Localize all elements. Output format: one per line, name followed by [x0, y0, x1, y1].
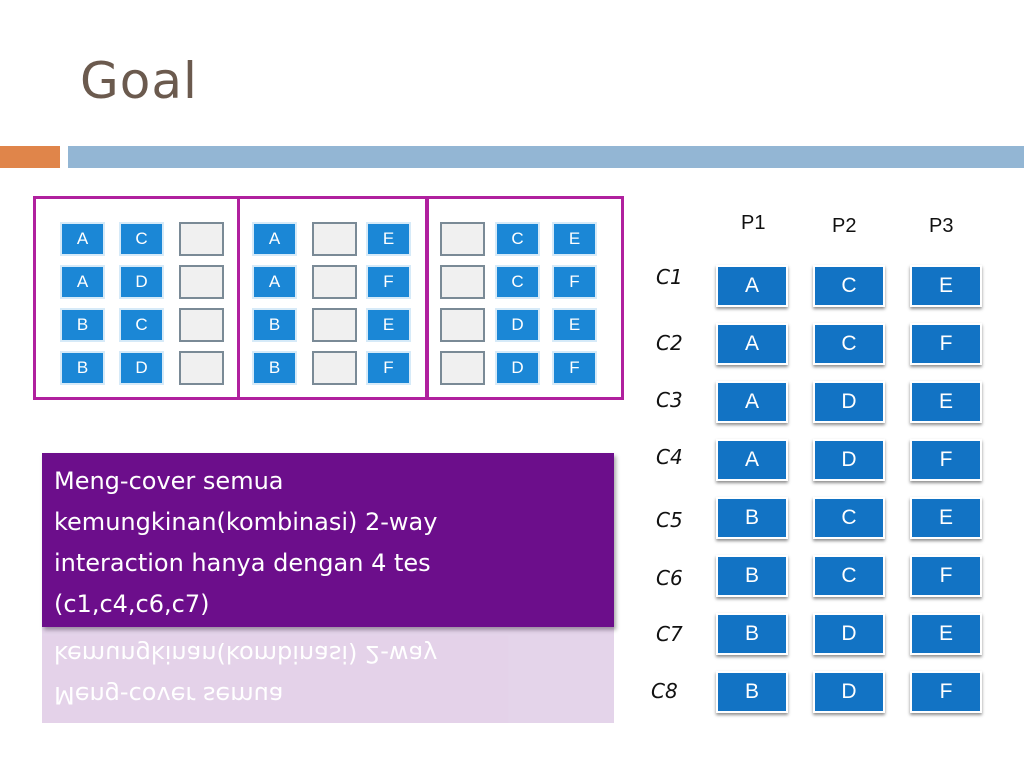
test-cell: E — [910, 497, 982, 539]
test-cell: D — [813, 439, 885, 481]
pair-cell: B — [60, 351, 105, 385]
pair-cell: A — [60, 265, 105, 299]
empty-cell — [440, 265, 485, 299]
pair-cell: C — [119, 222, 164, 256]
column-header: P1 — [741, 212, 766, 234]
row-label: C6 — [656, 566, 683, 590]
row-label: C2 — [656, 331, 683, 355]
pair-cell: F — [366, 351, 411, 385]
test-cell: E — [910, 265, 982, 307]
callout-line: (c1,c4,c6,c7) — [54, 590, 210, 618]
group-box-pair-P2-P3 — [426, 196, 624, 400]
empty-cell — [312, 308, 357, 342]
row-label: C1 — [656, 265, 683, 289]
pair-cell: C — [495, 222, 540, 256]
callout-line: Meng-cover semua — [54, 467, 284, 495]
test-cell: F — [910, 439, 982, 481]
pair-cell: E — [366, 308, 411, 342]
empty-cell — [179, 351, 224, 385]
pair-cell: D — [119, 351, 164, 385]
empty-cell — [312, 222, 357, 256]
test-cell: F — [910, 555, 982, 597]
empty-cell — [179, 265, 224, 299]
pair-cell: A — [252, 222, 297, 256]
pair-cell: A — [60, 222, 105, 256]
pair-cell: D — [495, 351, 540, 385]
row-label: C5 — [656, 508, 683, 532]
test-cell: E — [910, 613, 982, 655]
row-label: C7 — [656, 622, 683, 646]
empty-cell — [312, 265, 357, 299]
pair-cell: A — [252, 265, 297, 299]
column-header: P2 — [832, 215, 857, 237]
pair-cell: B — [60, 308, 105, 342]
test-cell: A — [716, 265, 788, 307]
pair-cell: B — [252, 351, 297, 385]
empty-cell — [179, 222, 224, 256]
test-cell: A — [716, 439, 788, 481]
accent-bar-blue — [68, 146, 1024, 168]
test-cell: E — [910, 381, 982, 423]
empty-cell — [440, 222, 485, 256]
test-cell: C — [813, 555, 885, 597]
row-label: C4 — [656, 445, 683, 469]
pair-cell: D — [119, 265, 164, 299]
pair-cell: F — [552, 351, 597, 385]
empty-cell — [440, 351, 485, 385]
test-cell: A — [716, 381, 788, 423]
accent-bar-orange — [0, 146, 60, 168]
test-cell: D — [813, 671, 885, 713]
slide-title: Goal — [80, 52, 198, 110]
test-cell: B — [716, 671, 788, 713]
empty-cell — [440, 308, 485, 342]
pair-cell: F — [366, 265, 411, 299]
callout-reflection: Meng-cover semua kemungkinan(kombinasi) … — [42, 627, 614, 723]
pair-cell: E — [552, 308, 597, 342]
test-cell: B — [716, 497, 788, 539]
callout-line: interaction hanya dengan 4 tes — [54, 549, 431, 577]
pair-cell: E — [366, 222, 411, 256]
pair-cell: F — [552, 265, 597, 299]
callout-line: kemungkinan(kombinasi) 2-way — [54, 508, 438, 536]
test-cell: D — [813, 381, 885, 423]
pair-cell: B — [252, 308, 297, 342]
column-header: P3 — [929, 215, 954, 237]
pair-cell: E — [552, 222, 597, 256]
row-label: C8 — [651, 679, 678, 703]
test-cell: C — [813, 497, 885, 539]
test-cell: F — [910, 323, 982, 365]
test-cell: A — [716, 323, 788, 365]
test-cell: C — [813, 265, 885, 307]
test-cell: B — [716, 613, 788, 655]
callout-box: Meng-cover semua kemungkinan(kombinasi) … — [42, 453, 614, 627]
pair-cell: C — [119, 308, 164, 342]
test-cell: C — [813, 323, 885, 365]
empty-cell — [179, 308, 224, 342]
row-label: C3 — [656, 388, 683, 412]
pair-cell: C — [495, 265, 540, 299]
test-cell: F — [910, 671, 982, 713]
pair-cell: D — [495, 308, 540, 342]
empty-cell — [312, 351, 357, 385]
test-cell: D — [813, 613, 885, 655]
test-cell: B — [716, 555, 788, 597]
